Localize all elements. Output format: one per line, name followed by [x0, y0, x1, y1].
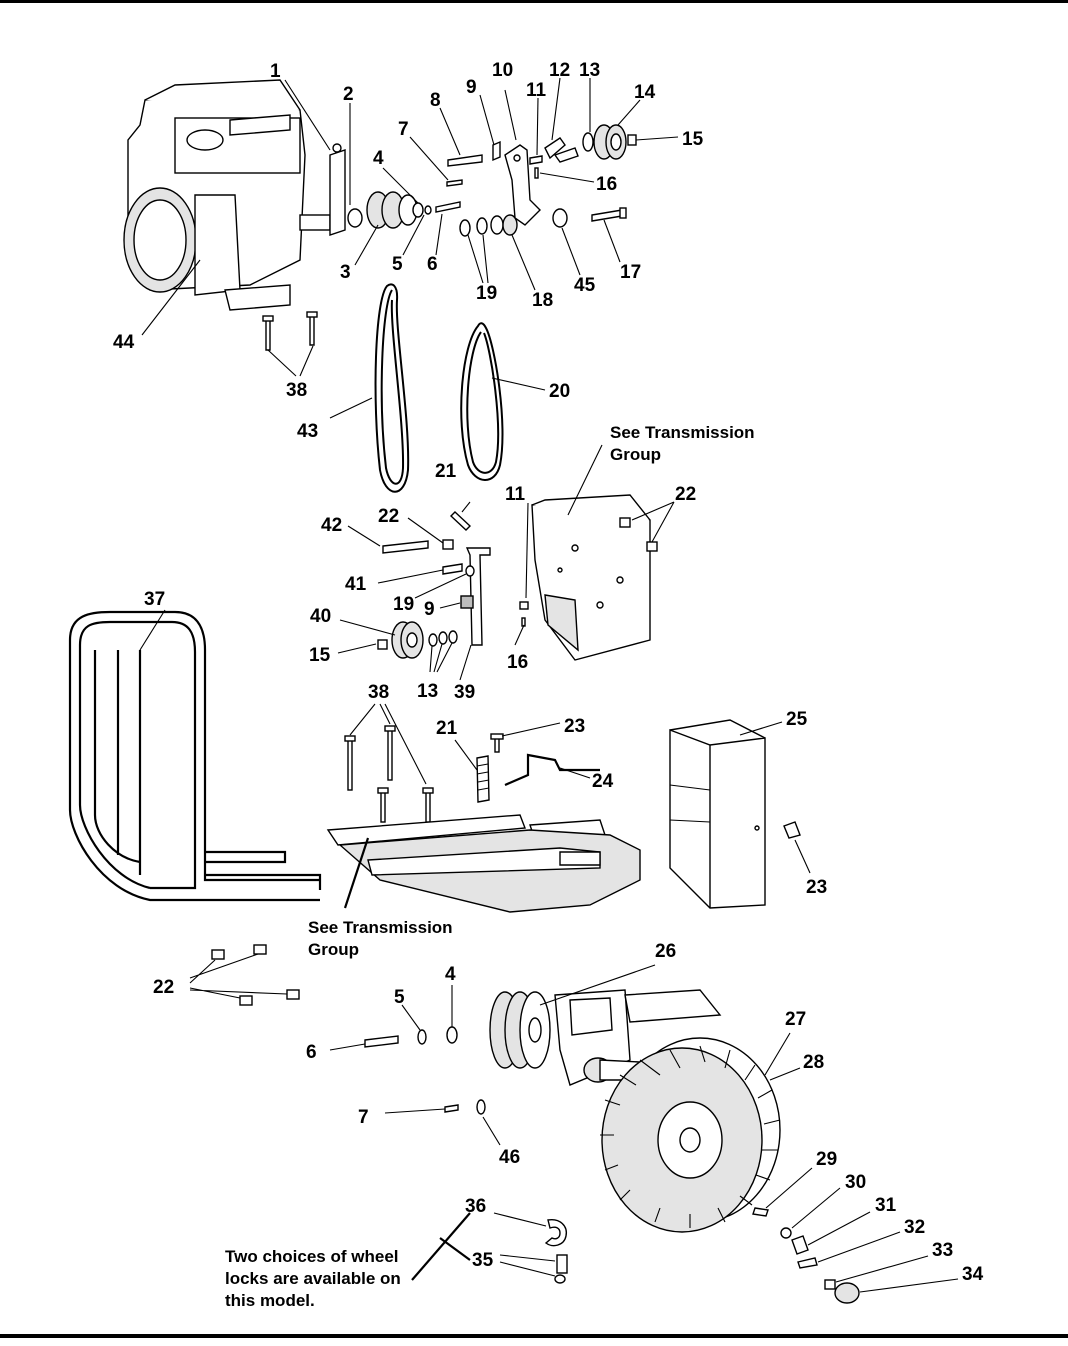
part-label: 29 — [816, 1149, 837, 1170]
part-label: 21 — [436, 718, 458, 739]
part-label: 41 — [345, 574, 367, 595]
part-label: 22 — [153, 977, 174, 998]
part-label: 6 — [306, 1042, 317, 1063]
part-label: 13 — [579, 60, 600, 81]
part-label: 6 — [427, 254, 438, 275]
handle-part-37 — [68, 610, 322, 902]
part-label: 15 — [682, 129, 704, 150]
part-label: 1 — [270, 61, 281, 82]
part-label: 23 — [806, 877, 827, 898]
part-label: 5 — [394, 987, 405, 1008]
wheel-part-27 — [600, 1037, 781, 1233]
part-label: 32 — [904, 1217, 925, 1238]
note-line: Group — [610, 445, 661, 464]
top-pulley-parts — [262, 124, 637, 351]
part-label: 11 — [505, 484, 526, 505]
part-label: 2 — [343, 84, 354, 105]
belt-part-43 — [374, 283, 410, 493]
part-label: 9 — [424, 599, 435, 620]
part-label: 39 — [454, 682, 475, 703]
part-label: 28 — [803, 1052, 824, 1073]
part-label: 16 — [507, 652, 528, 673]
part-label: 42 — [321, 515, 342, 536]
part-label: 11 — [526, 80, 547, 101]
part-label: 38 — [286, 380, 307, 401]
top-rule — [0, 0, 1068, 3]
note-line: Two choices of wheel — [225, 1247, 399, 1266]
part-label: 13 — [417, 681, 438, 702]
part-label: 8 — [430, 90, 441, 111]
lower-bolt-set — [364, 1026, 486, 1115]
part-label: 15 — [309, 645, 331, 666]
frame-rails — [326, 725, 641, 913]
part-label: 21 — [435, 461, 457, 482]
part-label: 12 — [549, 60, 570, 81]
nuts-part-22 — [211, 944, 300, 1006]
part-label: 38 — [368, 682, 389, 703]
note-line: See Transmission — [308, 918, 453, 937]
wheel-hardware — [752, 1207, 860, 1304]
leader-lines — [139, 77, 959, 1293]
part-label: 33 — [932, 1240, 953, 1261]
part-label: 22 — [675, 484, 696, 505]
note-line: locks are available on — [225, 1269, 401, 1288]
part-label: 22 — [378, 506, 399, 527]
part-label: 14 — [634, 82, 656, 103]
part-label: 25 — [786, 709, 808, 730]
part-labels: 1 2 3 4 5 6 7 8 9 10 11 12 13 14 15 16 1… — [113, 60, 984, 1285]
part-label: 10 — [492, 60, 513, 81]
part-label: 37 — [144, 589, 165, 610]
part-label: 7 — [358, 1107, 369, 1128]
part-label: 46 — [499, 1147, 520, 1168]
part-label: 19 — [476, 283, 497, 304]
part-label: 23 — [564, 716, 585, 737]
part-label: 16 — [596, 174, 617, 195]
note-wheel-locks: Two choices of wheel locks are available… — [225, 1247, 401, 1310]
part-label: 27 — [785, 1009, 806, 1030]
part-label: 18 — [532, 290, 553, 311]
part-label: 24 — [592, 771, 614, 792]
note-line: Group — [308, 940, 359, 959]
wheel-locks — [544, 1219, 568, 1284]
part-label: 19 — [393, 594, 414, 615]
part-label: 3 — [340, 262, 351, 283]
part-label: 35 — [472, 1250, 494, 1271]
part-label: 5 — [392, 254, 403, 275]
transmission-part-26 — [489, 989, 722, 1086]
part-label: 43 — [297, 421, 318, 442]
part-label: 7 — [398, 119, 409, 140]
note-line: this model. — [225, 1291, 315, 1310]
part-label: 40 — [310, 606, 331, 627]
part-label: 26 — [655, 941, 676, 962]
bottom-rule — [0, 1334, 1068, 1338]
part-label: 31 — [875, 1195, 897, 1216]
part-label: 9 — [466, 77, 477, 98]
part-label: 36 — [465, 1196, 486, 1217]
note-see-transmission-mid: See Transmission Group — [308, 918, 453, 959]
belt-part-20 — [460, 322, 504, 481]
part-label: 45 — [574, 275, 596, 296]
engine-part-44 — [123, 79, 331, 311]
transmission-housing — [519, 494, 658, 661]
part-label: 34 — [962, 1264, 984, 1285]
idler-assembly — [377, 511, 491, 659]
part-label: 30 — [845, 1172, 866, 1193]
shield-part-25 — [669, 719, 801, 909]
note-see-transmission-top: See Transmission Group — [610, 423, 755, 464]
part-label: 20 — [549, 381, 570, 402]
note-line: See Transmission — [610, 423, 755, 442]
part-label: 44 — [113, 332, 135, 353]
part-label: 4 — [445, 964, 456, 985]
part-label: 17 — [620, 262, 641, 283]
part-label: 4 — [373, 148, 384, 169]
